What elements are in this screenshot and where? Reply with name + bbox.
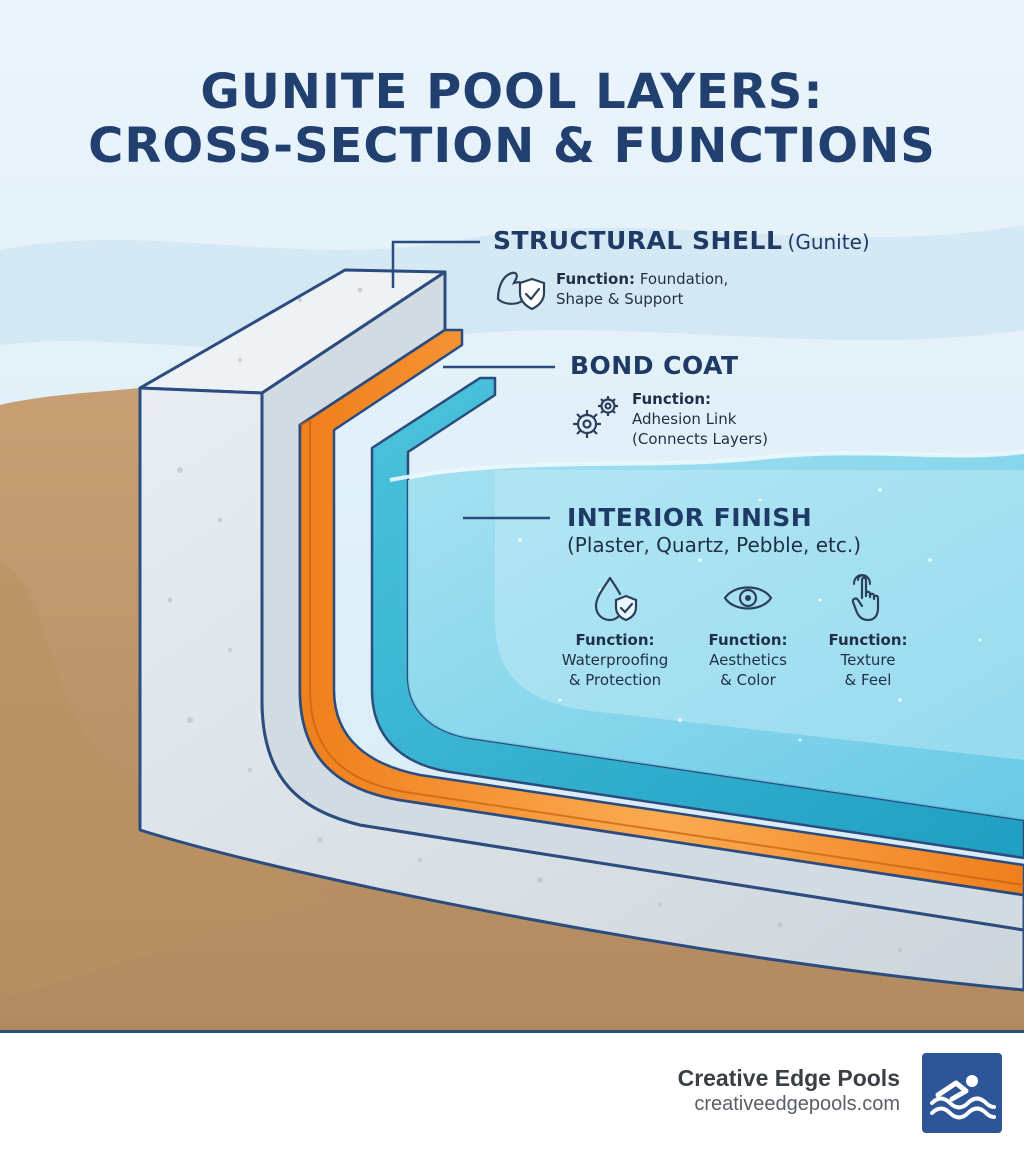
brand-logo bbox=[922, 1053, 1002, 1133]
finish-function-2-line-2: & Color bbox=[720, 671, 776, 689]
page-title-line-2: CROSS-SECTION & FUNCTIONS bbox=[88, 118, 936, 174]
finish-sub: (Plaster, Quartz, Pebble, etc.) bbox=[567, 533, 862, 557]
bond-name: BOND COAT bbox=[570, 351, 739, 380]
touch-hand-icon bbox=[850, 572, 890, 624]
pool-water bbox=[408, 452, 1024, 820]
bond-function: Function: Adhesion Link (Connects Layers… bbox=[632, 389, 768, 449]
shell-name: STRUCTURAL SHELL bbox=[493, 226, 783, 255]
shell-function: Function: Foundation, Shape & Support bbox=[556, 269, 728, 309]
water-drop-shield-icon bbox=[592, 574, 640, 624]
footer: Creative Edge Pools creativeedgepools.co… bbox=[0, 1030, 1024, 1154]
water-surface bbox=[389, 450, 1024, 482]
finish-function-2-line-1: Aesthetics bbox=[709, 651, 787, 669]
finish-function-waterproofing: Function: Waterproofing & Protection bbox=[540, 630, 690, 690]
finish-function-1-line-2: & Protection bbox=[568, 671, 662, 689]
concrete-texture bbox=[167, 287, 902, 952]
soil-ground bbox=[0, 388, 1024, 1030]
finish-function-1-label: Function: bbox=[575, 631, 655, 649]
shell-function-text-1: Foundation, bbox=[639, 270, 729, 288]
finish-function-texture: Function: Texture & Feel bbox=[793, 630, 943, 690]
bond-function-text-1: Adhesion Link bbox=[632, 410, 737, 428]
swimmer-wave-icon bbox=[930, 1075, 996, 1120]
shell-sub: (Gunite) bbox=[787, 230, 870, 254]
finish-function-3-line-2: & Feel bbox=[844, 671, 892, 689]
bond-coat bbox=[298, 328, 1024, 897]
background-wave bbox=[0, 225, 1024, 350]
shell-leader-line bbox=[391, 240, 480, 288]
bond-function-label: Function: bbox=[632, 390, 712, 408]
gears-icon bbox=[569, 392, 623, 442]
shell-label: STRUCTURAL SHELL (Gunite) bbox=[493, 226, 870, 255]
eye-icon bbox=[722, 578, 774, 618]
shell-function-label: Function: bbox=[556, 270, 636, 288]
water-inner-glow bbox=[495, 470, 1024, 760]
bond-function-text-2: (Connects Layers) bbox=[632, 430, 768, 448]
water-sparkles bbox=[518, 488, 982, 742]
finish-function-aesthetics: Function: Aesthetics & Color bbox=[673, 630, 823, 690]
pool-cross-section-diagram bbox=[0, 0, 1024, 1030]
finish-function-3-label: Function: bbox=[828, 631, 908, 649]
shell-function-text-2: Shape & Support bbox=[556, 290, 684, 308]
strength-shield-icon bbox=[494, 265, 548, 311]
soil-shade bbox=[0, 560, 330, 1000]
finish-function-1-line-1: Waterproofing bbox=[561, 651, 669, 669]
brand-name: Creative Edge Pools bbox=[677, 1065, 900, 1091]
finish-name: INTERIOR FINISH bbox=[567, 503, 813, 532]
bond-coat-edge bbox=[299, 418, 1024, 886]
finish-function-2-label: Function: bbox=[708, 631, 788, 649]
page-title-line-1: GUNITE POOL LAYERS: bbox=[200, 64, 824, 120]
finish-function-3-line-1: Texture bbox=[840, 651, 896, 669]
brand-url[interactable]: creativeedgepools.com bbox=[694, 1093, 900, 1115]
